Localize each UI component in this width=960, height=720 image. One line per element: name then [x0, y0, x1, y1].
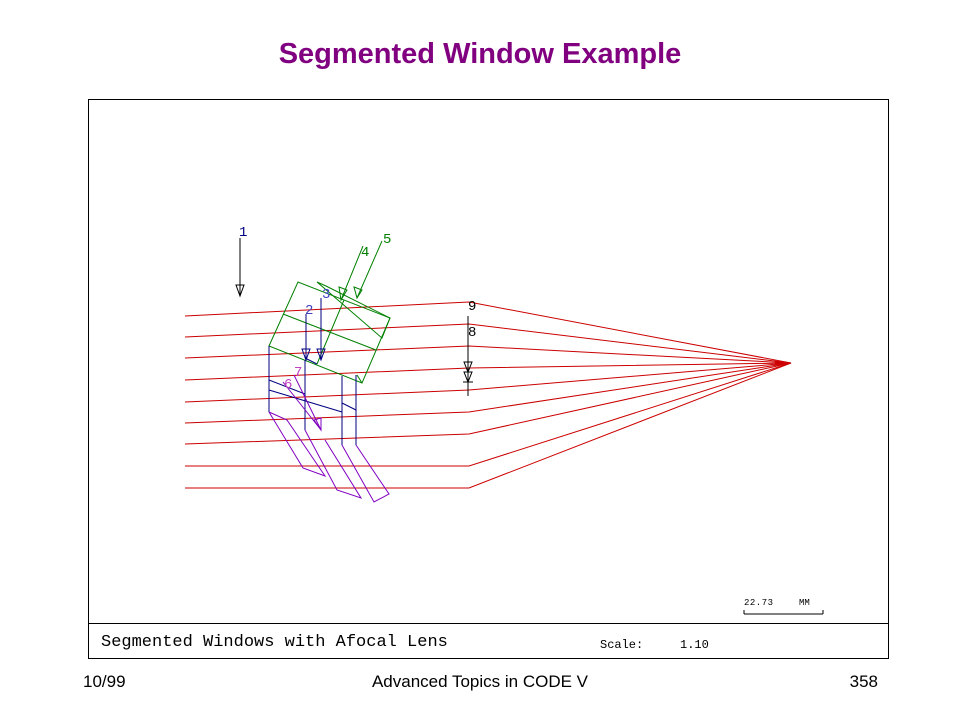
- surface-label-3: 3: [322, 287, 330, 303]
- scale-bar-unit: MM: [799, 598, 810, 608]
- plot-caption: Segmented Windows with Afocal Lens: [101, 633, 448, 652]
- surface-label-5: 5: [383, 232, 391, 248]
- footer-page-number: 358: [849, 672, 878, 691]
- footer-course-title: Advanced Topics in CODE V: [371, 672, 589, 691]
- surface-markers: [235, 238, 473, 432]
- surface-label-9: 9: [468, 299, 476, 315]
- footer-date: 10/99: [83, 672, 126, 691]
- purple-window-segments: [268, 381, 390, 503]
- surface-label-7: 7: [294, 365, 302, 381]
- blue-window-segments: [268, 346, 357, 445]
- surface-label-2: 2: [305, 303, 313, 319]
- scale-value: 1.10: [680, 638, 709, 652]
- surface-label-4: 4: [361, 245, 369, 261]
- ray-bundle: [184, 301, 792, 489]
- surface-label-8: 8: [468, 325, 476, 341]
- layout-drawing: 1 2 3 4 5 6 7 8 9: [184, 225, 824, 615]
- optical-layout-plot: 1 2 3 4 5 6 7 8 9 22.73 MM Segmented Win…: [88, 99, 889, 659]
- plot-footer-divider: [89, 623, 888, 624]
- scale-label: Scale:: [600, 638, 644, 652]
- scale-bar: [743, 610, 824, 615]
- image-point: [775, 361, 791, 365]
- surface-label-6: 6: [284, 377, 292, 393]
- scale-bar-value: 22.73: [744, 598, 774, 608]
- slide-title: Segmented Window Example: [278, 38, 682, 70]
- surface-label-1: 1: [239, 225, 247, 241]
